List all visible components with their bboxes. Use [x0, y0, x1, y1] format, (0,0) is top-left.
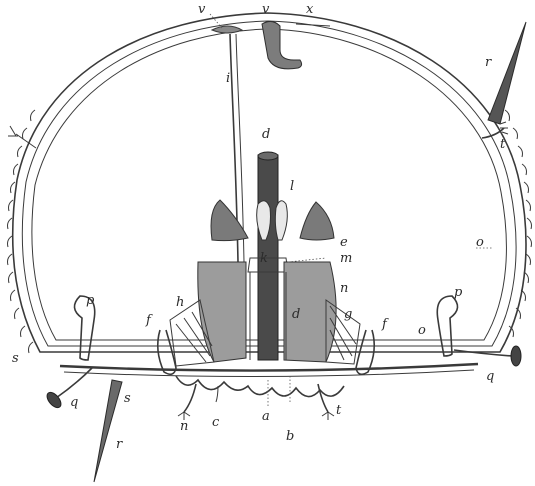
- chamber-left: [198, 262, 246, 362]
- trumpet-q-right: [454, 350, 512, 356]
- tubercles-left: [8, 110, 36, 353]
- structure-v-hook: [262, 21, 302, 68]
- trumpet-q-right-bell: [511, 346, 521, 366]
- label-i: i: [226, 71, 230, 86]
- pouch-p-right: [437, 296, 457, 356]
- label-p-left: p: [86, 293, 95, 308]
- spine-r-right: [488, 22, 526, 124]
- label-d-center: d: [292, 307, 300, 322]
- label-e: e: [340, 235, 348, 250]
- label-h: h: [176, 295, 184, 310]
- label-t-right: t: [500, 137, 506, 152]
- label-k: k: [260, 251, 268, 266]
- label-f-left: f: [145, 313, 153, 328]
- label-g: g: [344, 307, 352, 322]
- trumpet-q-left-bell: [44, 390, 63, 410]
- structure-l-right: [275, 201, 287, 240]
- label-n: n: [340, 281, 348, 296]
- structure-e-right: [300, 202, 334, 240]
- label-v-left: v: [198, 2, 206, 17]
- label-b: b: [286, 429, 294, 444]
- spine-r-left: [94, 380, 122, 482]
- label-s-left: s: [12, 351, 19, 366]
- label-a: a: [262, 409, 270, 424]
- basal-band: [60, 364, 478, 371]
- label-o-lower: o: [418, 323, 426, 338]
- label-f-right: f: [381, 317, 389, 332]
- label-c: c: [212, 415, 220, 430]
- label-n-bottom: n: [180, 419, 188, 434]
- label-v-top: v: [262, 2, 270, 17]
- label-d-top: d: [262, 127, 270, 142]
- tentacle-n: [184, 384, 196, 412]
- label-p-right: p: [454, 285, 463, 300]
- label-m: m: [340, 251, 352, 266]
- label-s-mid: s: [124, 391, 131, 406]
- label-r-left: r: [116, 437, 123, 452]
- label-x: x: [306, 2, 314, 17]
- tentacle-t-bottom-tip: [322, 412, 334, 420]
- label-r-right: r: [485, 55, 492, 70]
- structure-v-left: [212, 26, 242, 33]
- tentacle-t-bottom: [318, 384, 328, 412]
- label-o-right: o: [476, 235, 484, 250]
- column-cap: [258, 152, 278, 160]
- label-q-right: q: [486, 369, 494, 384]
- label-q-left: q: [70, 395, 78, 410]
- label-t-bottom: t: [336, 403, 342, 418]
- label-l: l: [290, 179, 294, 194]
